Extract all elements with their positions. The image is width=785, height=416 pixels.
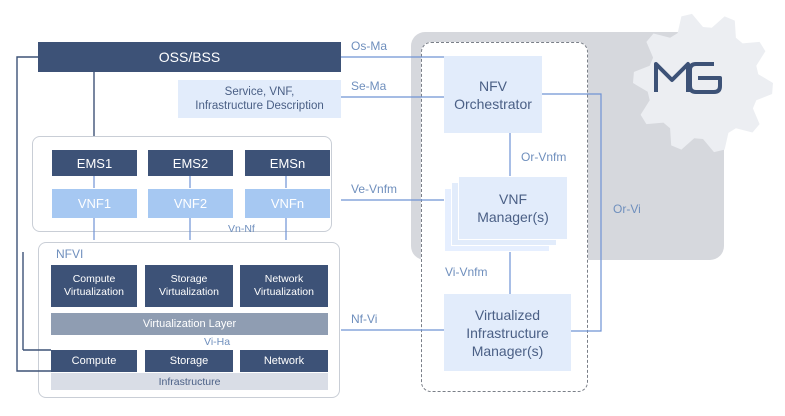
- msa-logo-icon: [654, 62, 722, 94]
- service-description-box: Service, VNF, Infrastructure Description: [178, 80, 341, 118]
- network-box: Network: [240, 350, 328, 372]
- or-vi-label: Or-Vi: [613, 202, 641, 216]
- or-vnfm-label: Or-Vnfm: [521, 150, 567, 164]
- vnfn-box: VNFn: [245, 189, 330, 218]
- vim-box: Virtualized Infrastructure Manager(s): [444, 294, 571, 371]
- vnf1-box: VNF1: [52, 189, 137, 218]
- emsn-box: EMSn: [245, 150, 330, 176]
- compute-box: Compute: [51, 350, 137, 372]
- vnf2-box: VNF2: [148, 189, 233, 218]
- oss-bss-box: OSS/BSS: [38, 42, 341, 72]
- se-ma-label: Se-Ma: [351, 79, 387, 93]
- infrastructure-box: Infrastructure: [51, 373, 328, 390]
- ems1-box: EMS1: [52, 150, 137, 176]
- vi-vnfm-label: Vi-Vnfm: [445, 265, 488, 279]
- vnf-manager-box: VNF Manager(s): [458, 176, 568, 240]
- network-virtualization-box: Network Virtualization: [240, 265, 328, 307]
- ve-vnfm-label: Ve-Vnfm: [351, 182, 398, 196]
- nfv-orchestrator-box: NFV Orchestrator: [444, 56, 542, 133]
- vi-ha-label: Vi-Ha: [204, 336, 231, 348]
- nf-vi-label: Nf-Vi: [351, 312, 378, 326]
- os-ma-label: Os-Ma: [351, 39, 387, 53]
- gear-icon: [633, 13, 773, 153]
- nfvi-label: NFVI: [56, 247, 84, 261]
- storage-box: Storage: [145, 350, 233, 372]
- ems2-box: EMS2: [148, 150, 233, 176]
- vn-nf-label: Vn-Nf: [228, 223, 255, 235]
- virtualization-layer-box: Virtualization Layer: [51, 313, 328, 335]
- compute-virtualization-box: Compute Virtualization: [51, 265, 137, 307]
- storage-virtualization-box: Storage Virtualization: [145, 265, 233, 307]
